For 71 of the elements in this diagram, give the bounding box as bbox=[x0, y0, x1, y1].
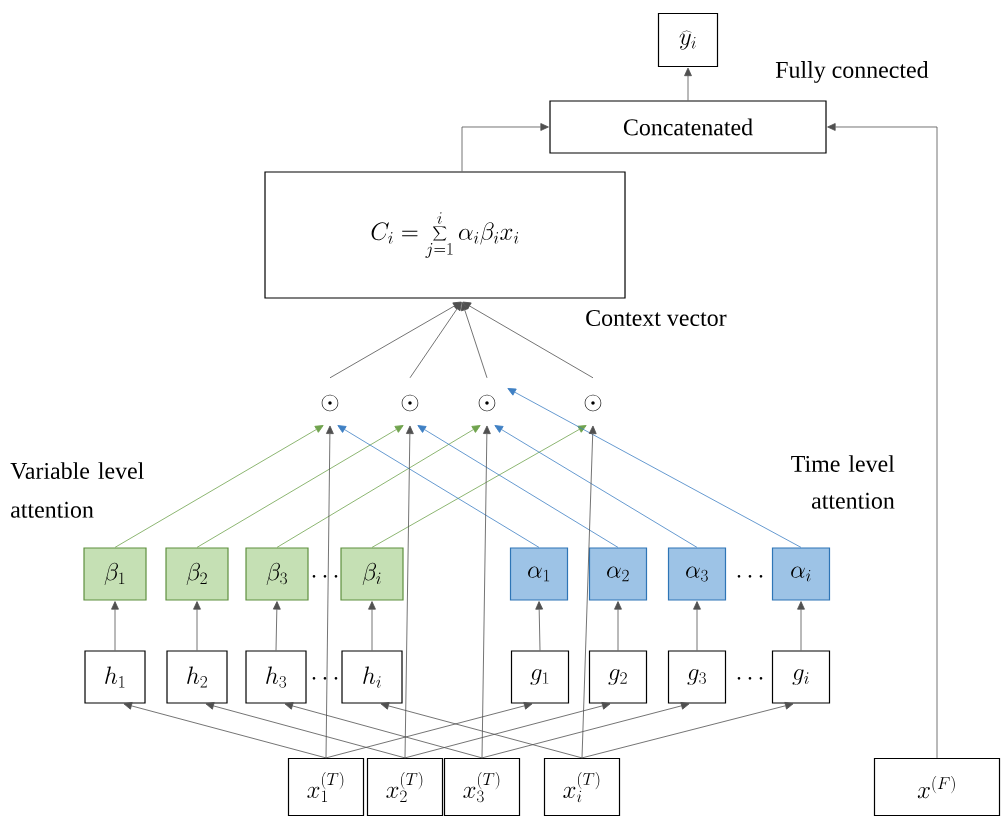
arrow bbox=[193, 601, 201, 651]
hidden-state-box: $h_2$ bbox=[166, 650, 228, 704]
ellipsis: $\cdots$ bbox=[737, 575, 763, 578]
arrow bbox=[123, 702, 327, 759]
arrow bbox=[507, 388, 802, 548]
arrow bbox=[409, 302, 462, 379]
arrow bbox=[272, 601, 281, 651]
hidden-state-box: $h_i$ bbox=[341, 650, 403, 704]
attention-box: $\alpha_3$ bbox=[667, 547, 727, 601]
hidden-state-box: $g_2$ bbox=[588, 650, 648, 704]
arrow bbox=[205, 702, 406, 759]
arrow bbox=[329, 301, 462, 379]
hidden-state-box: $h_3$ bbox=[245, 650, 307, 704]
arrow bbox=[404, 702, 611, 759]
arrow bbox=[417, 425, 619, 548]
output-box: $\widehat{y}_i$ bbox=[657, 12, 719, 68]
product-symbol: $\odot$ bbox=[401, 394, 419, 412]
arrow bbox=[325, 702, 533, 759]
arrow bbox=[196, 425, 404, 548]
ellipsis: $\cdots$ bbox=[737, 677, 763, 680]
arrow bbox=[535, 601, 544, 651]
ellipsis: $\cdots$ bbox=[312, 677, 338, 680]
formula-box: $C_i = \sum_{j=1}^{i} \alpha_i \beta_i x_i$ bbox=[264, 171, 626, 299]
input-box: $x_3^{(T)}$ bbox=[443, 757, 521, 816]
attention-box: $\alpha_i$ bbox=[771, 547, 831, 601]
annotation: Context vector bbox=[586, 309, 727, 327]
hidden-state-box: $g_i$ bbox=[771, 650, 831, 704]
attention-box: $\beta_3$ bbox=[245, 547, 309, 601]
arrow bbox=[614, 601, 622, 651]
product-symbol: $\odot$ bbox=[321, 394, 339, 412]
input-box: $x_1^{(T)}$ bbox=[287, 757, 365, 816]
attention-box: $\alpha_1$ bbox=[509, 547, 569, 601]
arrow bbox=[111, 601, 119, 651]
arrow bbox=[827, 123, 938, 759]
input-box: $x^{(F)}$ bbox=[873, 757, 1001, 816]
arrow bbox=[371, 425, 587, 548]
arrow bbox=[481, 702, 690, 759]
arrow bbox=[114, 425, 324, 548]
arrow bbox=[461, 123, 549, 172]
arrow bbox=[461, 302, 488, 379]
arrow bbox=[380, 702, 583, 759]
arrow bbox=[337, 425, 540, 548]
annotation: Time level attention bbox=[791, 455, 895, 509]
arrow bbox=[368, 601, 376, 651]
hidden-state-box: $g_3$ bbox=[667, 650, 727, 704]
arrow bbox=[581, 701, 794, 759]
attention-box: $\beta_1$ bbox=[83, 547, 147, 601]
arrow bbox=[276, 425, 481, 548]
arrow bbox=[684, 67, 692, 101]
annotation: Fully connected bbox=[775, 61, 929, 83]
hidden-state-box: $h_1$ bbox=[84, 650, 146, 704]
arrow bbox=[284, 702, 483, 759]
input-box: $x_i^{(T)}$ bbox=[543, 757, 621, 816]
hidden-state-box: $g_1$ bbox=[510, 650, 570, 704]
product-symbol: $\odot$ bbox=[478, 394, 496, 412]
ellipsis: $\cdots$ bbox=[312, 575, 338, 578]
annotation: Variable level attention bbox=[10, 462, 144, 518]
arrow bbox=[325, 425, 334, 759]
arrow bbox=[581, 425, 597, 759]
input-box: $x_2^{(T)}$ bbox=[366, 757, 444, 816]
attention-box: $\alpha_2$ bbox=[588, 547, 648, 601]
arrow bbox=[404, 425, 414, 759]
arrow bbox=[494, 425, 698, 548]
arrow bbox=[797, 601, 805, 651]
arrow bbox=[693, 601, 701, 651]
attention-box: $\beta_i$ bbox=[340, 547, 404, 601]
arrow bbox=[481, 425, 491, 759]
process-box: Concatenated bbox=[549, 100, 827, 154]
arrow bbox=[462, 301, 594, 379]
product-symbol: $\odot$ bbox=[584, 394, 602, 412]
attention-box: $\beta_2$ bbox=[165, 547, 229, 601]
